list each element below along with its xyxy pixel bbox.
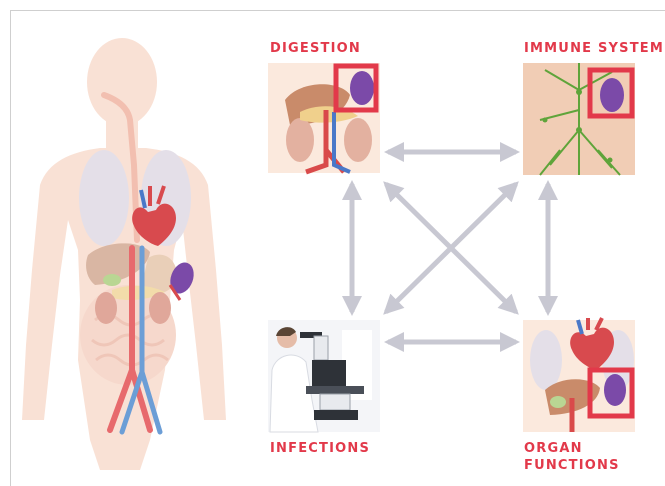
infections-label: INFECTIONS xyxy=(270,440,370,457)
connection-arrows xyxy=(352,152,548,342)
organ-functions-label: ORGAN FUNCTIONS xyxy=(524,440,620,474)
organ-functions-image xyxy=(523,318,635,432)
organ-functions-label-line1: ORGAN xyxy=(524,440,620,457)
left-lung xyxy=(79,150,129,246)
digestion-label: DIGESTION xyxy=(270,40,361,57)
infections-image xyxy=(268,320,380,432)
gallbladder xyxy=(103,274,121,286)
digestion-image xyxy=(268,63,380,173)
left-kidney xyxy=(95,292,117,324)
right-kidney xyxy=(149,292,171,324)
immune-system-image xyxy=(523,63,635,175)
organ-functions-label-line2: FUNCTIONS xyxy=(524,457,620,474)
human-body-figure xyxy=(22,38,226,470)
immune-system-label: IMMUNE SYSTEM xyxy=(524,40,664,57)
